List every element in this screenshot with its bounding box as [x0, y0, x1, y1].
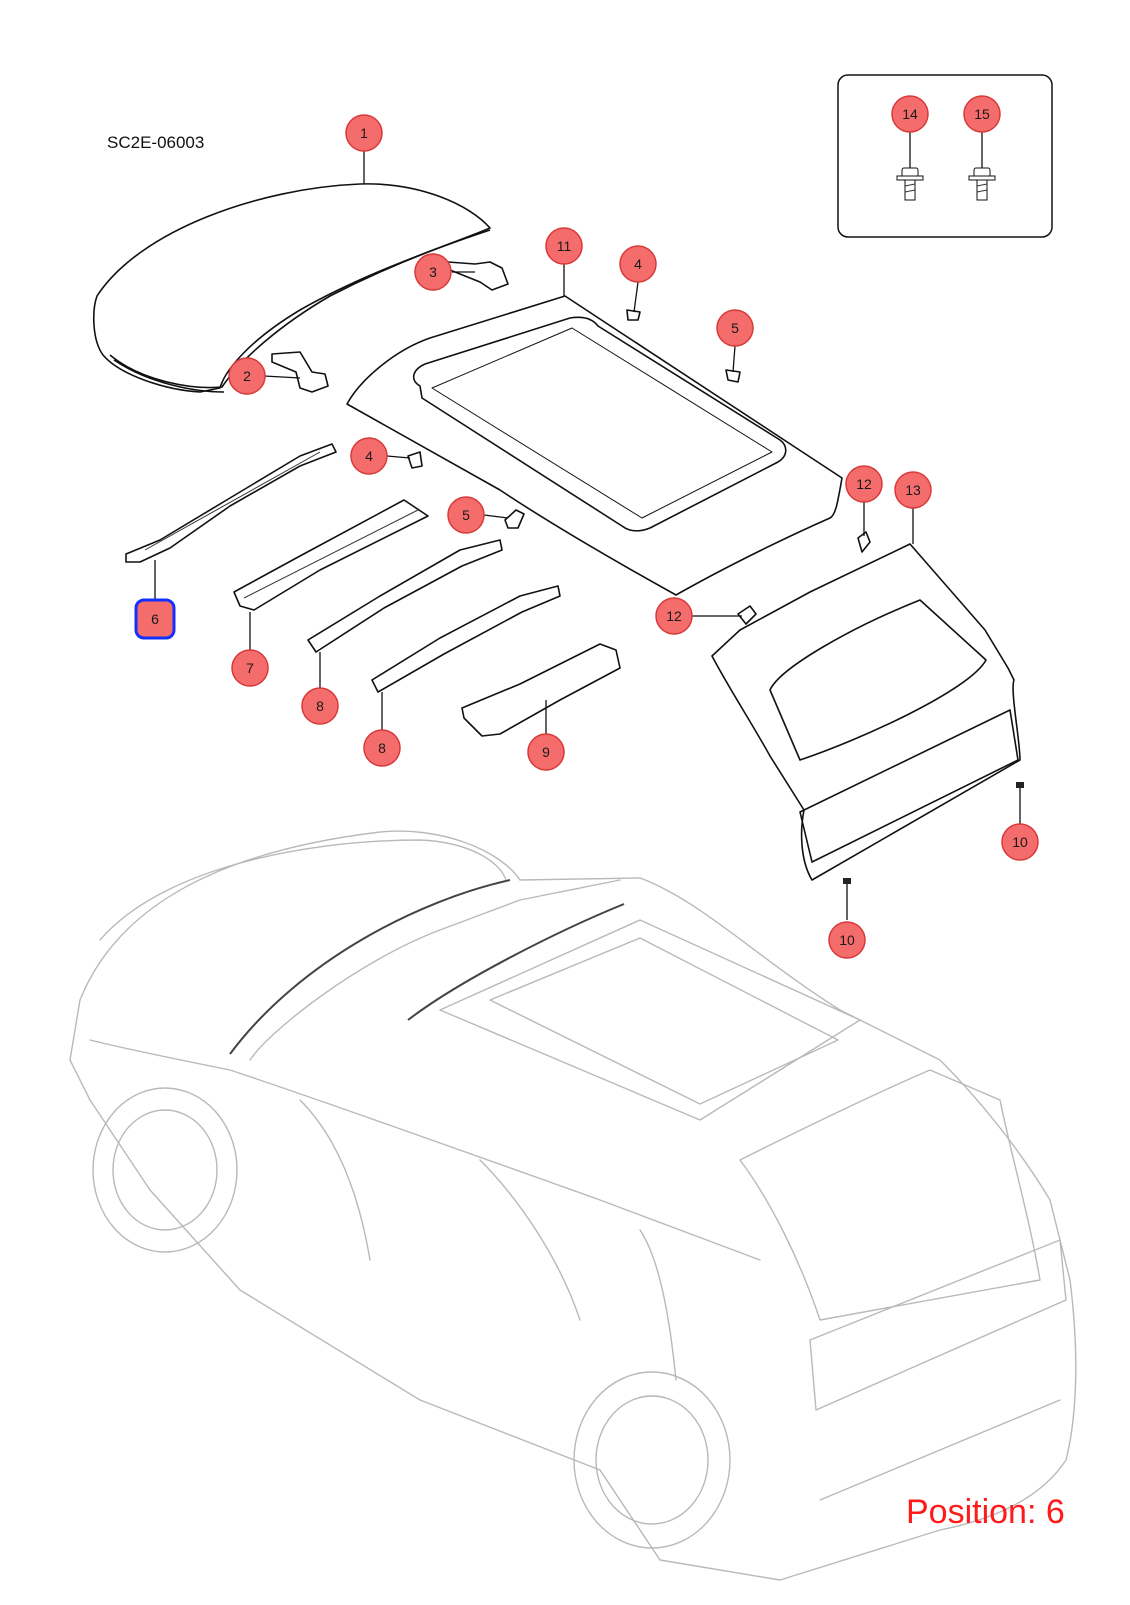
bolt-14-icon — [896, 113, 924, 201]
roof-bow-8-lower — [371, 585, 561, 730]
roof-clip-4-lower — [386, 451, 423, 469]
callout-9[interactable]: 9 — [527, 733, 565, 771]
callout-10-lower[interactable]: 10 — [828, 921, 866, 959]
svg-text:6: 6 — [151, 611, 159, 627]
svg-text:3: 3 — [429, 264, 437, 280]
callout-14[interactable]: 14 — [891, 95, 929, 133]
callout-12-upper[interactable]: 12 — [845, 465, 883, 503]
svg-text:10: 10 — [839, 932, 855, 948]
callout-15[interactable]: 15 — [963, 95, 1001, 133]
callout-10-right[interactable]: 10 — [1001, 823, 1039, 861]
roof-bow-8-upper — [307, 539, 503, 688]
tailgate-hinge-12-upper — [857, 500, 871, 553]
bolt-15-icon — [968, 113, 996, 201]
roof-panel — [346, 262, 843, 596]
svg-text:13: 13 — [905, 482, 921, 498]
svg-text:12: 12 — [666, 608, 682, 624]
svg-text:5: 5 — [462, 507, 470, 523]
svg-text:2: 2 — [243, 368, 251, 384]
callout-13[interactable]: 13 — [894, 471, 932, 509]
callout-4-lower[interactable]: 4 — [350, 437, 388, 475]
callout-11[interactable]: 11 — [545, 227, 583, 265]
svg-text:5: 5 — [731, 320, 739, 336]
callout-6-selected[interactable]: 6 — [134, 598, 176, 640]
callout-5-upper[interactable]: 5 — [716, 309, 754, 347]
svg-text:12: 12 — [856, 476, 872, 492]
svg-text:8: 8 — [316, 698, 324, 714]
svg-text:9: 9 — [542, 744, 550, 760]
callout-8-lower[interactable]: 8 — [363, 729, 401, 767]
callout-1[interactable]: 1 — [345, 114, 383, 152]
callout-5-lower[interactable]: 5 — [447, 496, 485, 534]
vehicle-outline — [69, 830, 1077, 1581]
svg-text:8: 8 — [378, 740, 386, 756]
tailgate — [711, 508, 1021, 881]
position-readout: Position: 6 — [906, 1493, 1065, 1531]
roof-clip-5-lower — [483, 509, 525, 529]
svg-text:4: 4 — [634, 256, 642, 272]
callout-7[interactable]: 7 — [231, 649, 269, 687]
hood-panel — [93, 150, 491, 393]
svg-text:15: 15 — [974, 106, 990, 122]
svg-text:7: 7 — [246, 660, 254, 676]
rear-roof-reinforcement — [461, 643, 621, 737]
callout-3[interactable]: 3 — [414, 253, 452, 291]
front-roof-rail — [125, 443, 337, 600]
callout-4-upper[interactable]: 4 — [619, 245, 657, 283]
tailgate-hinge-12-lower — [690, 605, 757, 625]
fastener-inset — [837, 74, 1053, 238]
callout-12-lower[interactable]: 12 — [655, 597, 693, 635]
tailgate-bumper-10-right — [1016, 782, 1024, 824]
svg-text:11: 11 — [557, 238, 572, 254]
svg-text:4: 4 — [365, 448, 373, 464]
hood-hinge-left — [263, 351, 329, 393]
hood-hinge-right — [447, 261, 509, 291]
tailgate-bumper-10-lower — [843, 878, 851, 920]
callout-8-upper[interactable]: 8 — [301, 687, 339, 725]
diagram-code: SC2E-06003 — [107, 133, 205, 152]
svg-text:1: 1 — [360, 125, 368, 141]
roof-bow-7 — [233, 499, 429, 650]
callout-2[interactable]: 2 — [228, 357, 266, 395]
roof-clip-5-upper — [725, 345, 741, 383]
svg-text:14: 14 — [902, 106, 918, 122]
svg-text:10: 10 — [1012, 834, 1028, 850]
roof-clip-4-upper — [626, 281, 641, 321]
